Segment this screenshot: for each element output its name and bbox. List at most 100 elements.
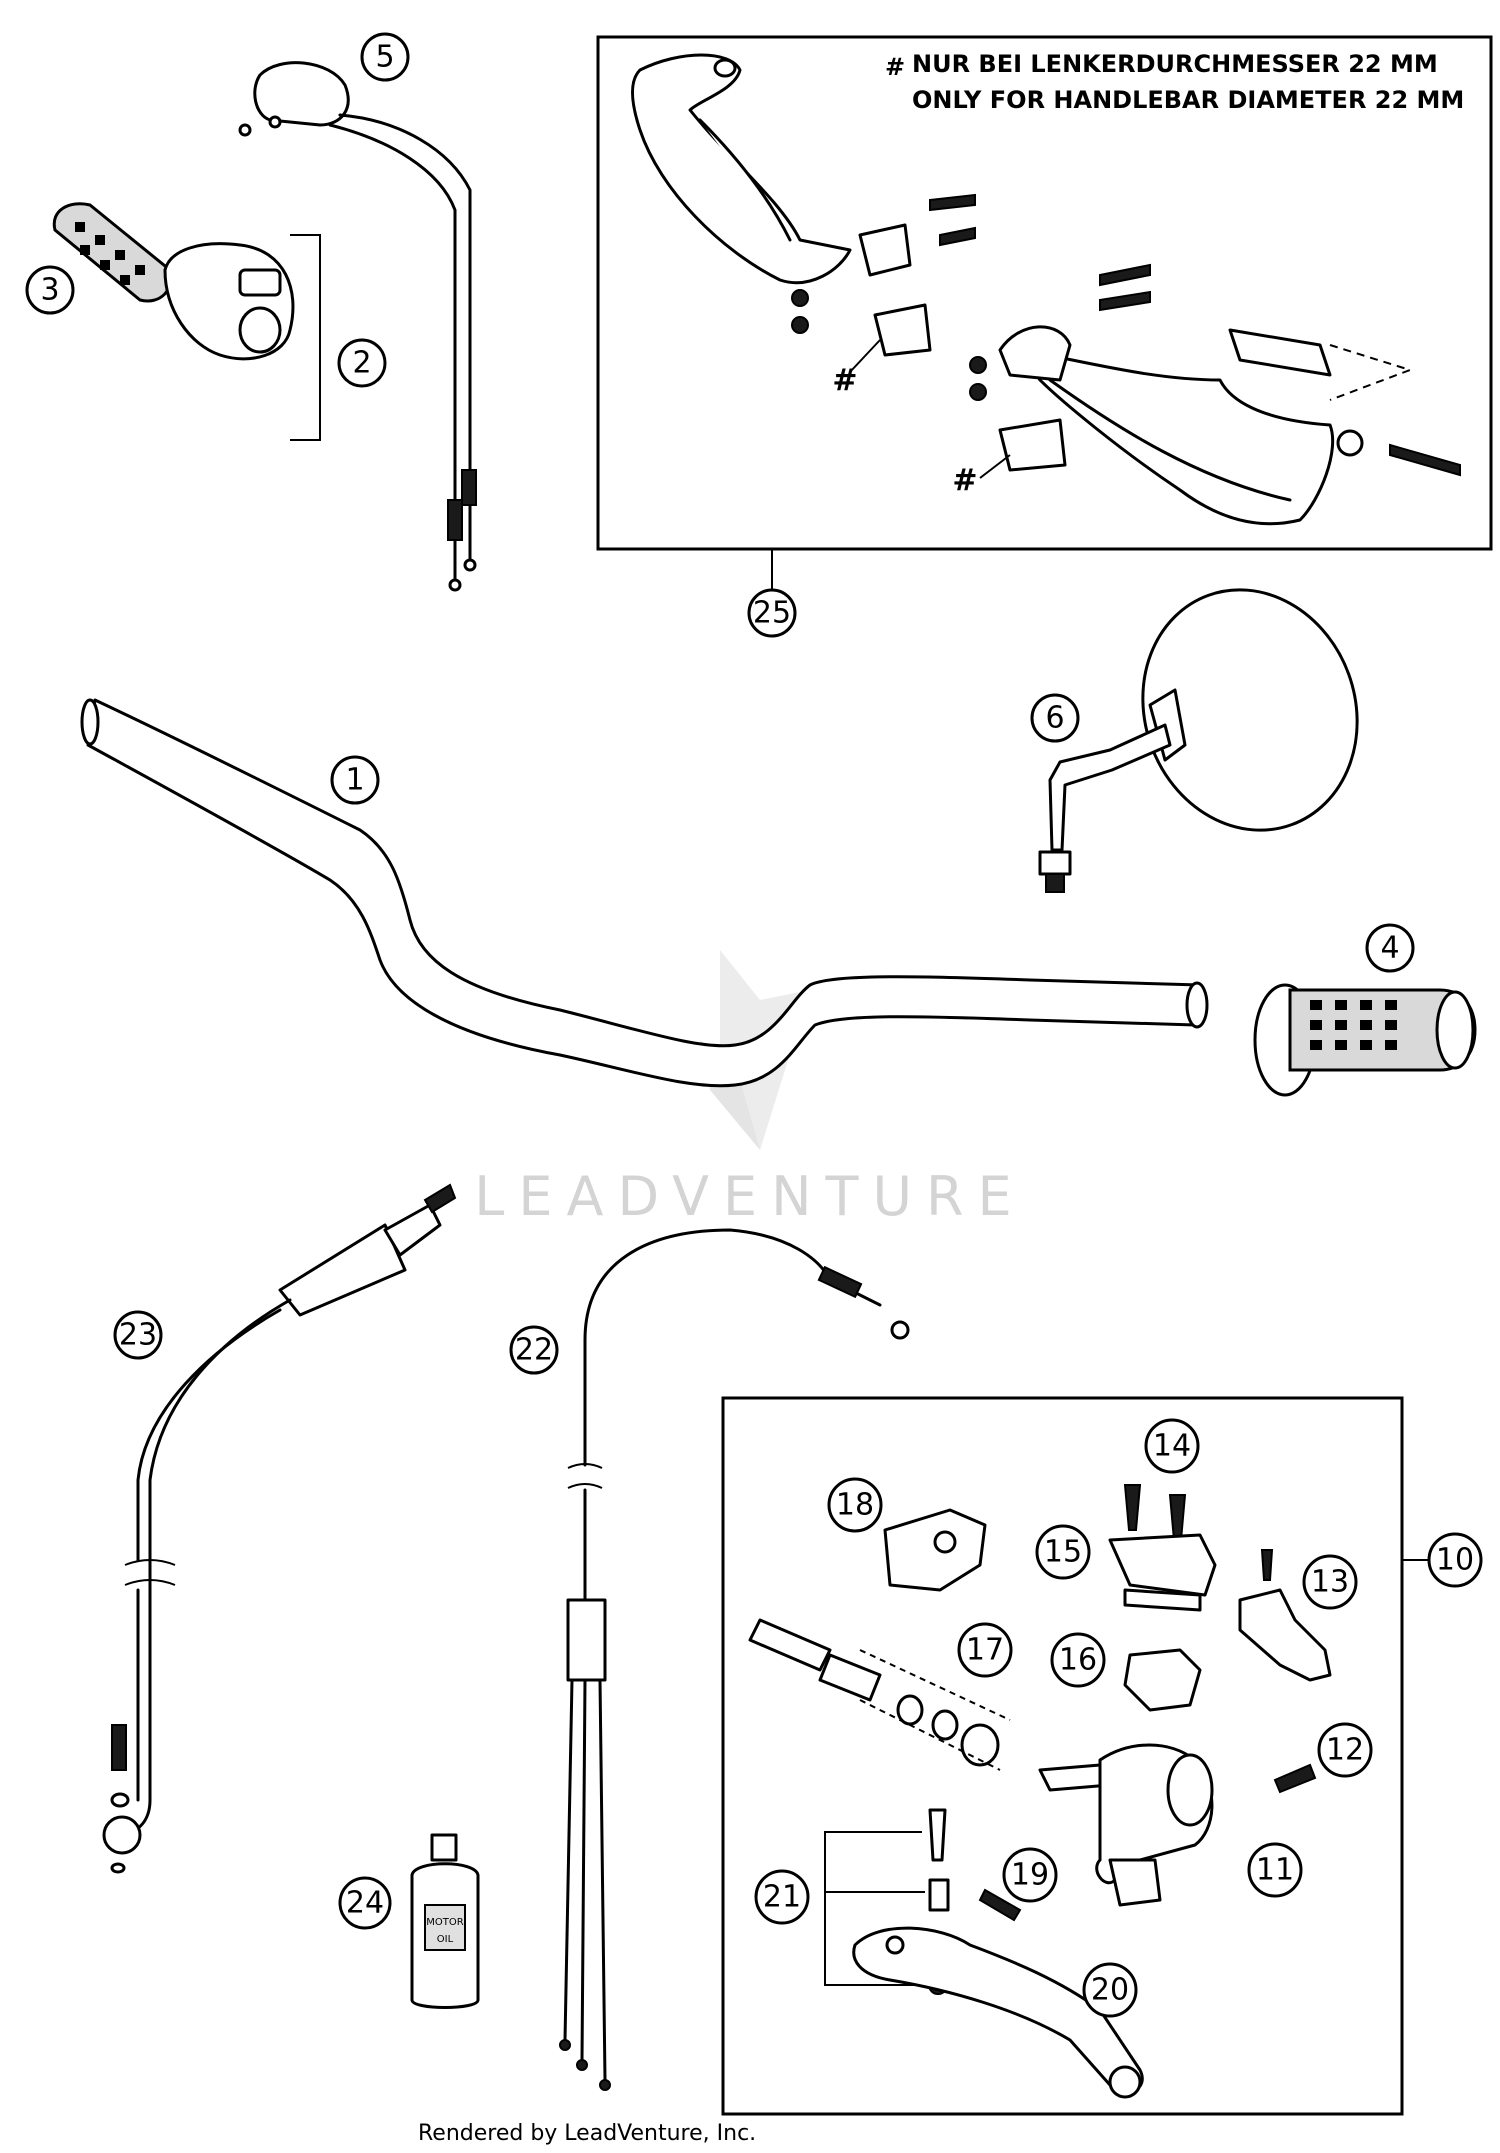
callout-10: 10 [1427,1532,1483,1588]
throttle-cable-assembly [238,61,477,592]
oil-bottle-label [424,1904,466,1951]
right-nut-upper [969,356,987,374]
svg-text:19: 19 [1011,1858,1049,1893]
screw-14b [1168,1494,1187,1541]
cable-end-2 [448,578,462,592]
handlebar [80,698,1209,1088]
svg-text:11: 11 [1256,1853,1294,1888]
piston-guides [859,1649,1011,1771]
clutch-cable-end-1 [559,2039,571,2051]
clutch-cable-adjuster [817,1265,863,1299]
right-end-bolt [1389,443,1461,477]
svg-text:3: 3 [40,273,59,308]
handlebar-end-left [80,698,100,746]
left-nut-lower [791,316,809,334]
svg-text:13: 13 [1311,1565,1349,1600]
adjuster-13-screw [1260,1549,1274,1581]
callout-4: 4 [1365,923,1415,973]
clutch-lever-tip [1108,2065,1142,2099]
cable-adjuster-2 [447,499,463,541]
handlebar-tube [86,698,1202,1088]
grip-end [1435,990,1475,1070]
piston-spring [748,1618,832,1672]
callout-11: 11 [1247,1842,1303,1898]
callout-23: 23 [113,1310,163,1360]
right-spacer [998,418,1067,472]
cable-break-mark [124,1559,176,1586]
reservoir-cap-18 [883,1508,987,1592]
svg-text:22: 22 [515,1333,553,1368]
clutch-master-group [721,1396,1432,2116]
cable-tip [423,1183,457,1214]
throttle-cable-2 [328,123,457,582]
cable-ferrule [383,1203,442,1257]
cable-end-knob [102,1815,142,1855]
callout-17: 17 [957,1622,1013,1678]
callout-14: 14 [1144,1418,1200,1474]
clutch-cable-nipple [890,1320,910,1340]
svg-text:25: 25 [753,596,791,631]
reservoir-cover-15 [1108,1533,1217,1597]
callout-13: 13 [1302,1554,1358,1610]
right-nut-lower [969,383,987,401]
throttle-housing-slot [238,268,282,297]
svg-text:10: 10 [1436,1543,1474,1578]
piston-body [818,1653,882,1702]
svg-text:23: 23 [119,1318,157,1353]
left-bolt-lower [939,226,976,247]
svg-text:4: 4 [1380,931,1399,966]
hash-leader-left [849,339,881,373]
throttle-housing-cap [238,306,282,354]
note-symbol: # [885,53,905,81]
oil-label-line2: OIL [437,1934,454,1945]
callout-22: 22 [509,1325,559,1375]
callout-21: 21 [754,1869,810,1925]
callout-15: 15 [1035,1524,1091,1580]
hash-marker-right: # [952,463,977,498]
callout-2-bracket [290,234,321,441]
clutch-cable-strands [563,1678,607,2082]
cable-sheath-outer [123,1298,292,1837]
callout-5: 5 [360,32,410,82]
clutch-lever-pivot [885,1935,905,1955]
oil-label-line1: MOTOR [426,1917,463,1928]
cable-washer [110,1792,130,1808]
handlebar-end-right [1185,981,1209,1029]
cable-adjuster-1 [461,469,477,506]
svg-text:21: 21 [763,1880,801,1915]
svg-text:17: 17 [966,1633,1004,1668]
mirror-stem [1048,723,1172,852]
cable-end-1 [463,558,477,572]
callout-19: 19 [1002,1847,1058,1903]
throttle-grip-assembly [52,202,321,441]
piston-ring [931,1709,959,1741]
oil-bottle: MOTOR OIL [410,1833,480,2009]
callout-25: 25 [747,588,797,638]
handguard-kit-frame [596,35,1493,551]
callout-21-bracket [824,1831,930,1986]
right-grip-stub [1228,328,1332,377]
svg-text:20: 20 [1091,1973,1129,2008]
clutch-cable-end-3 [599,2079,611,2091]
clutch-cable-end-2 [576,2059,588,2071]
callout-2: 2 [337,338,387,388]
throttle-cable-1 [338,113,472,562]
hash-leader-right [979,454,1011,479]
mirror [1038,588,1359,893]
left-bolt-upper [929,193,976,212]
left-spacer [873,303,932,357]
callout-18: 18 [827,1477,883,1533]
mirror-nut [1038,850,1072,876]
callout-20: 20 [1082,1962,1138,2018]
watermark-text: LEADVENTURE [474,1165,1025,1228]
left-handguard-hole [713,58,737,78]
cable-sheath-inner [136,1308,282,1562]
diaphragm-15 [1123,1588,1202,1612]
svg-text:5: 5 [375,40,394,75]
master-cylinder-clamp [1166,1753,1214,1827]
oil-bottle-cap [430,1833,458,1862]
svg-text:24: 24 [346,1886,384,1921]
note-line-english: ONLY FOR HANDLEBAR DIAMETER 22 MM [912,86,1464,114]
left-clamp [858,223,912,277]
